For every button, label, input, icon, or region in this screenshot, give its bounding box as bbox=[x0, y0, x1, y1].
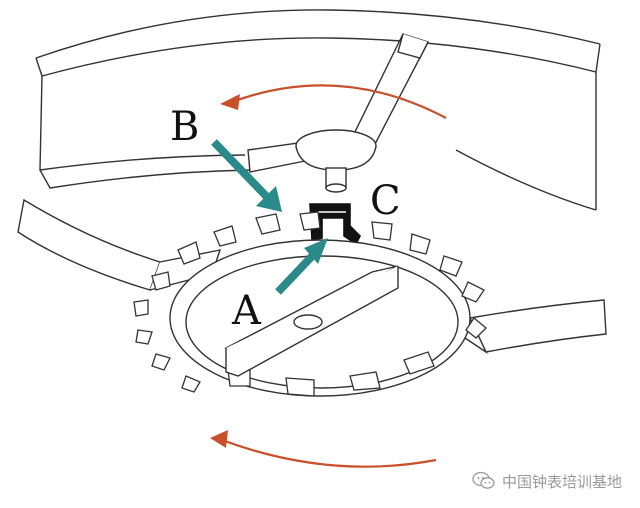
pointer-arrow-b bbox=[211, 139, 282, 212]
outer-ring bbox=[35, 9, 601, 77]
rotation-arrow-bottom-head bbox=[210, 430, 228, 448]
rotation-arrow-bottom bbox=[221, 438, 437, 468]
pointer-arrow-a bbox=[275, 238, 328, 295]
label-a: A bbox=[231, 288, 262, 334]
rotation-arrow-top bbox=[231, 84, 447, 119]
pallet-fork bbox=[309, 203, 361, 246]
watermark: 中国钟表培训基地 bbox=[472, 468, 622, 494]
wechat-icon bbox=[472, 471, 495, 489]
label-c: C bbox=[370, 178, 401, 224]
center-hub bbox=[295, 129, 377, 193]
watermark-text: 中国钟表培训基地 bbox=[501, 472, 622, 491]
upper-spoke-arm bbox=[348, 33, 430, 149]
back-frame bbox=[39, 72, 597, 211]
rotation-arrow-top-head bbox=[220, 94, 240, 110]
escape-wheel-teeth bbox=[133, 211, 487, 397]
label-b: B bbox=[170, 104, 199, 150]
lever-blade bbox=[224, 265, 399, 377]
